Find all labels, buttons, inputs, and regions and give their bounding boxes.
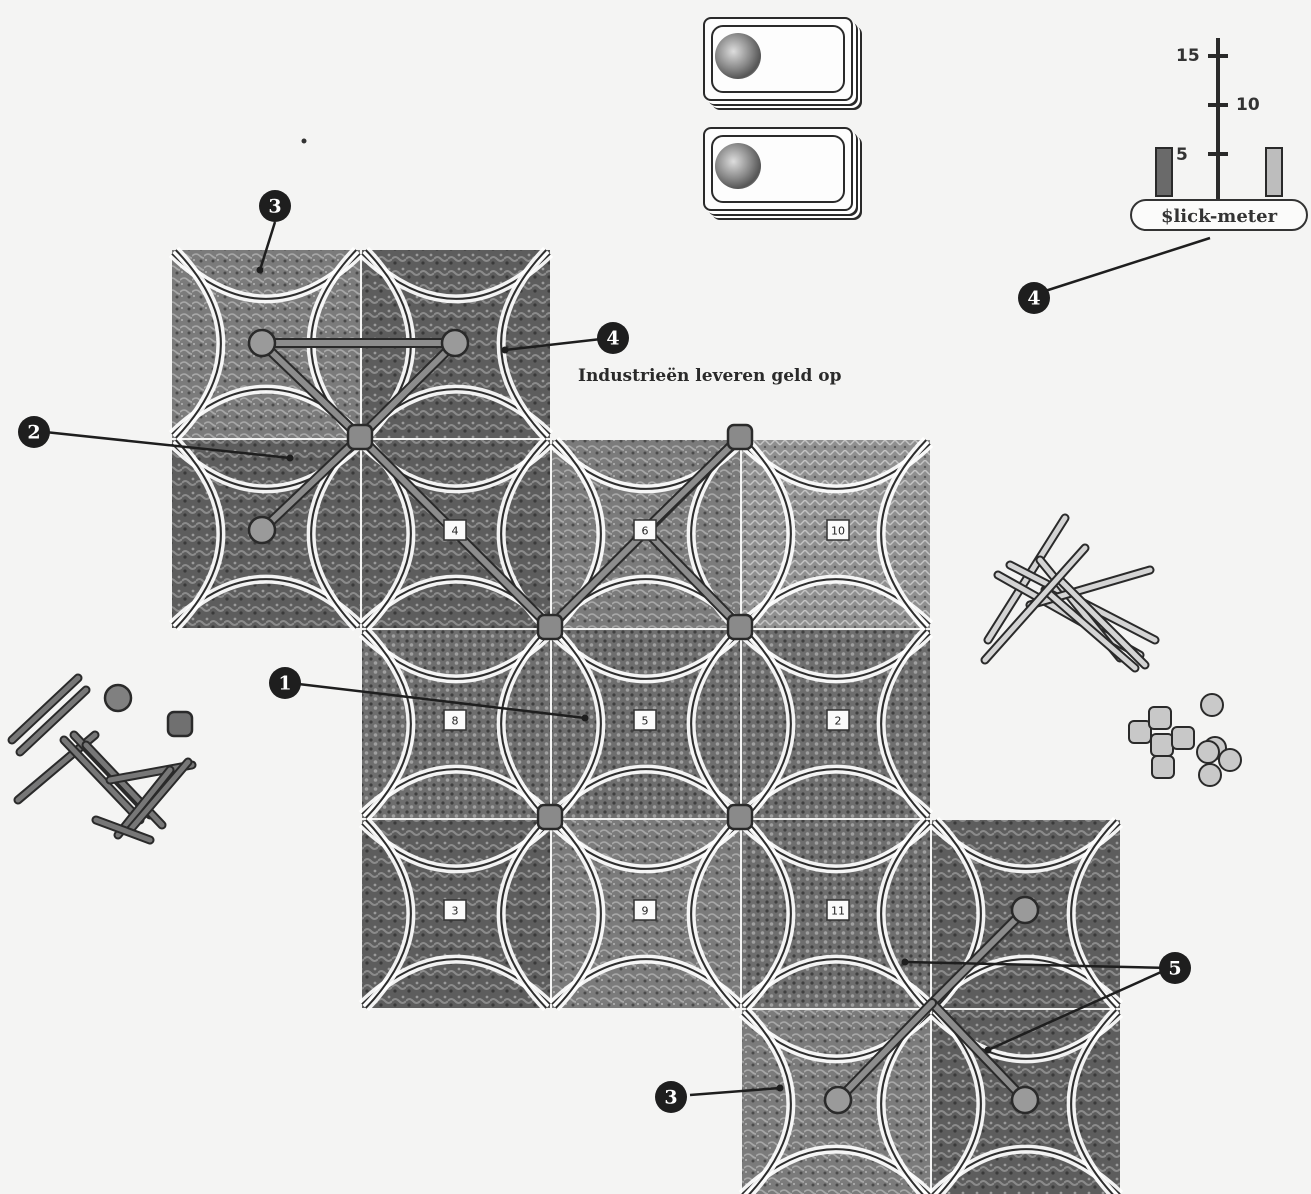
junction-token-icon <box>348 425 372 449</box>
company-logo-icon <box>715 33 761 79</box>
track-piece-fill <box>1060 580 1145 665</box>
industry-token-icon <box>1172 727 1194 749</box>
station-token-icon <box>105 685 131 711</box>
callout-number: 4 <box>606 328 619 350</box>
station-token-icon <box>1012 897 1038 923</box>
callout-number: 2 <box>27 422 40 444</box>
industry-token-icon <box>1152 756 1174 778</box>
tile-number: 9 <box>642 905 649 918</box>
station-token-icon <box>442 330 468 356</box>
tile-number: 8 <box>452 715 459 728</box>
station-token-icon <box>825 1087 851 1113</box>
station-token-icon <box>1201 694 1223 716</box>
industry-token-icon <box>1149 707 1171 729</box>
tile-number: 3 <box>452 905 459 918</box>
station-token-icon <box>1199 764 1221 786</box>
tile-number: 4 <box>452 525 459 538</box>
station-token-icon <box>249 330 275 356</box>
station-token-icon <box>1197 741 1219 763</box>
slick-meter-label: $lick-meter <box>1130 199 1308 231</box>
callout-number: 5 <box>1168 958 1181 980</box>
junction-token-icon <box>728 425 752 449</box>
callout-number: 3 <box>664 1087 677 1109</box>
station-token-icon <box>1012 1087 1038 1113</box>
meter-tick-5: 5 <box>1176 145 1188 165</box>
tile-number: 2 <box>835 715 842 728</box>
tile-number: 6 <box>642 525 649 538</box>
industry-token-icon <box>1151 734 1173 756</box>
callout-leader-line <box>1042 238 1210 292</box>
slick-meter-scale <box>1150 30 1290 205</box>
callout-leader-dot <box>582 715 589 722</box>
company-logo-icon <box>715 143 761 189</box>
tile-number: 10 <box>831 525 845 538</box>
station-token-icon <box>1219 749 1241 771</box>
junction-token-icon <box>538 615 562 639</box>
callout-leader-dot <box>777 1085 784 1092</box>
tile-number: 5 <box>642 715 649 728</box>
industry-caption: Industrieën leveren geld op <box>578 366 842 386</box>
track-piece-fill <box>86 745 162 825</box>
company-card-bottom[interactable] <box>703 127 853 211</box>
junction-token-icon <box>728 805 752 829</box>
callout-number: 1 <box>278 673 291 695</box>
stray-dot <box>302 139 307 144</box>
callout-number: 4 <box>1027 288 1040 310</box>
callout-leader-dot <box>985 1047 992 1054</box>
callout-leader-dot <box>287 455 294 462</box>
tile-number: 11 <box>831 905 845 918</box>
company-card-top[interactable] <box>703 17 853 101</box>
junction-token-icon <box>168 712 192 736</box>
callout-leader-dot <box>257 267 264 274</box>
meter-tick-15: 15 <box>1176 46 1200 66</box>
junction-token-icon <box>728 615 752 639</box>
industry-token-icon <box>1129 721 1151 743</box>
callout-leader-dot <box>902 959 909 966</box>
callout-number: 3 <box>268 196 281 218</box>
callout-leader-dot <box>502 347 509 354</box>
junction-token-icon <box>538 805 562 829</box>
meter-tick-10: 10 <box>1236 95 1260 115</box>
station-token-icon <box>249 517 275 543</box>
